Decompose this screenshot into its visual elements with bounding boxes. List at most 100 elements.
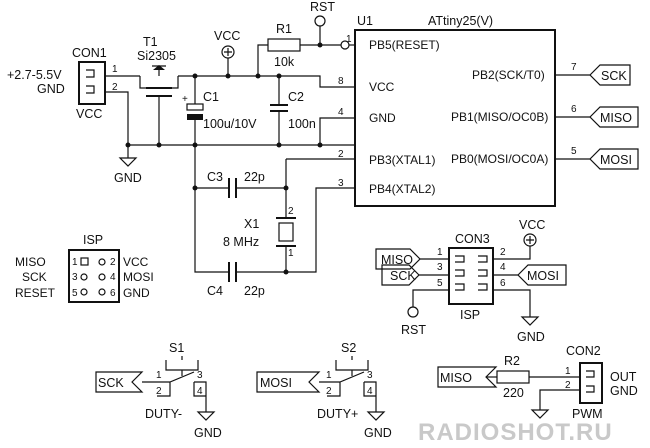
u1-pin-label-pb3: PB3(XTAL1) <box>369 153 435 167</box>
s2-name: S2 <box>341 341 356 355</box>
u1-part: ATtiny25(V) <box>428 14 493 28</box>
c1-plate-neg <box>187 114 203 120</box>
x1-name: X1 <box>244 217 259 231</box>
con3-isp-header: CON3 ISP 1 3 5 2 4 6 <box>437 232 506 322</box>
con1-connector: CON1 +2.7-5.5V GND VCC 1 2 <box>7 46 118 121</box>
junction <box>125 142 131 148</box>
con1-supply-label: +2.7-5.5V <box>7 68 62 82</box>
x1-pin1: 1 <box>288 248 294 259</box>
u1-attiny25: U1 ATtiny25(V) PB5(RESET) VCC GND PB3(XT… <box>338 14 577 207</box>
con2-name: CON2 <box>566 344 601 358</box>
svg-text:4: 4 <box>367 386 373 397</box>
con3-body <box>448 247 494 305</box>
u1-pin-num-5: 5 <box>571 146 577 157</box>
svg-text:2: 2 <box>110 257 116 268</box>
con3-flag-sck: SCK <box>381 264 420 286</box>
x1-pin2: 2 <box>288 206 294 217</box>
u1-pin-label-pb5: PB5(RESET) <box>369 38 440 52</box>
c3-capacitor: C3 22p <box>195 170 286 198</box>
u1-pin-num-2: 2 <box>338 149 344 160</box>
vcc-label-con3: VCC <box>519 218 545 232</box>
svg-text:1: 1 <box>156 370 162 381</box>
c4-value: 22p <box>244 284 265 298</box>
svg-text:3: 3 <box>197 370 203 381</box>
con2-pwm: PWM <box>572 407 603 421</box>
svg-text:3: 3 <box>367 370 373 381</box>
c1-name: C1 <box>203 90 219 104</box>
svg-text:SCK: SCK <box>390 269 416 283</box>
rst-test-point-top <box>314 15 326 27</box>
isp-legend-right-3: GND <box>123 286 150 300</box>
s1-name: S1 <box>169 341 184 355</box>
svg-text:MOSI: MOSI <box>527 269 559 283</box>
con1-body <box>78 61 106 105</box>
u1-pin-label-pb1: PB1(MISO/OC0B) <box>451 110 548 124</box>
con1-pin1: 1 <box>112 64 118 75</box>
svg-text:3: 3 <box>437 262 443 273</box>
wire-u1-gnd <box>319 117 355 145</box>
svg-text:1: 1 <box>72 257 78 268</box>
isp-legend-right-1: VCC <box>123 255 149 269</box>
svg-text:2: 2 <box>326 386 332 397</box>
gnd-label-con1: GND <box>114 171 142 185</box>
r1-name: R1 <box>276 22 292 36</box>
r2-body <box>496 370 530 384</box>
watermark: RADIOSHOT.RU <box>418 419 613 446</box>
con3-flag-mosi: MOSI <box>517 264 567 286</box>
c1-capacitor: + C1 100u/10V <box>182 76 257 145</box>
vcc-label-top: VCC <box>214 29 240 43</box>
isp-legend-left-2: SCK <box>22 270 47 284</box>
wire-con3 <box>412 246 531 317</box>
isp-pinout-legend: ISP MISO SCK RESET VCC MOSI GND 1 3 5 2 … <box>15 233 154 303</box>
con2-contacts <box>586 370 595 393</box>
junction <box>317 142 323 148</box>
s2-actuator <box>335 356 369 376</box>
gnd-symbol-con3 <box>520 316 540 326</box>
gnd-symbol-con1 <box>118 157 138 167</box>
s2-switch: MOSI S2 1 2 3 4 DUTY+ GND <box>256 341 392 440</box>
svg-text:3: 3 <box>72 272 78 283</box>
c2-value: 100n <box>288 117 316 131</box>
svg-text:2: 2 <box>500 247 506 258</box>
u1-name: U1 <box>357 14 373 28</box>
svg-text:MOSI: MOSI <box>600 153 632 167</box>
t1-mosfet: T1 Si2305 <box>137 35 179 148</box>
c4-capacitor: C4 22p <box>207 262 286 298</box>
t1-diode-arrow <box>153 65 165 70</box>
svg-text:4: 4 <box>197 386 203 397</box>
u1-body <box>354 29 556 207</box>
con2-body <box>579 362 603 404</box>
con1-contacts <box>86 69 95 94</box>
s2-flag-text: MOSI <box>260 376 292 390</box>
wire-vcc-rail <box>178 75 355 88</box>
r1-resistor: R1 10k <box>257 22 341 76</box>
con2-gnd: GND <box>610 384 638 398</box>
net-flag-sck: SCK <box>589 64 631 86</box>
r2-name: R2 <box>504 354 520 368</box>
s2-label: DUTY+ <box>317 407 358 421</box>
gnd-symbol-s1 <box>196 411 216 421</box>
c4-name: C4 <box>207 284 223 298</box>
con3-name: CON3 <box>455 232 490 246</box>
wire-gnd-rail <box>105 91 355 146</box>
u1-pin-label-gnd: GND <box>369 111 396 125</box>
con3-label: ISP <box>460 308 480 322</box>
r2-value: 220 <box>503 386 524 400</box>
r1-body <box>267 38 301 52</box>
con1-name: CON1 <box>72 46 107 60</box>
junction <box>283 269 289 275</box>
svg-text:4: 4 <box>110 272 116 283</box>
c3-value: 22p <box>244 170 265 184</box>
u1-pin-num-7: 7 <box>571 62 577 73</box>
gnd-label-s1: GND <box>194 426 222 440</box>
u1-pin-num-3: 3 <box>338 178 344 189</box>
c1-value: 100u/10V <box>203 117 257 131</box>
isp-legend-right-2: MOSI <box>123 270 154 284</box>
wire-u1-right-pins <box>555 74 590 160</box>
con2-out: OUT <box>610 370 637 384</box>
con1-vcc-label: VCC <box>76 107 102 121</box>
s1-switch: SCK S1 1 2 3 4 DUTY- GND <box>95 341 222 440</box>
svg-text:6: 6 <box>110 288 116 299</box>
svg-text:1: 1 <box>437 247 443 258</box>
vcc-symbol-con3 <box>523 233 537 247</box>
